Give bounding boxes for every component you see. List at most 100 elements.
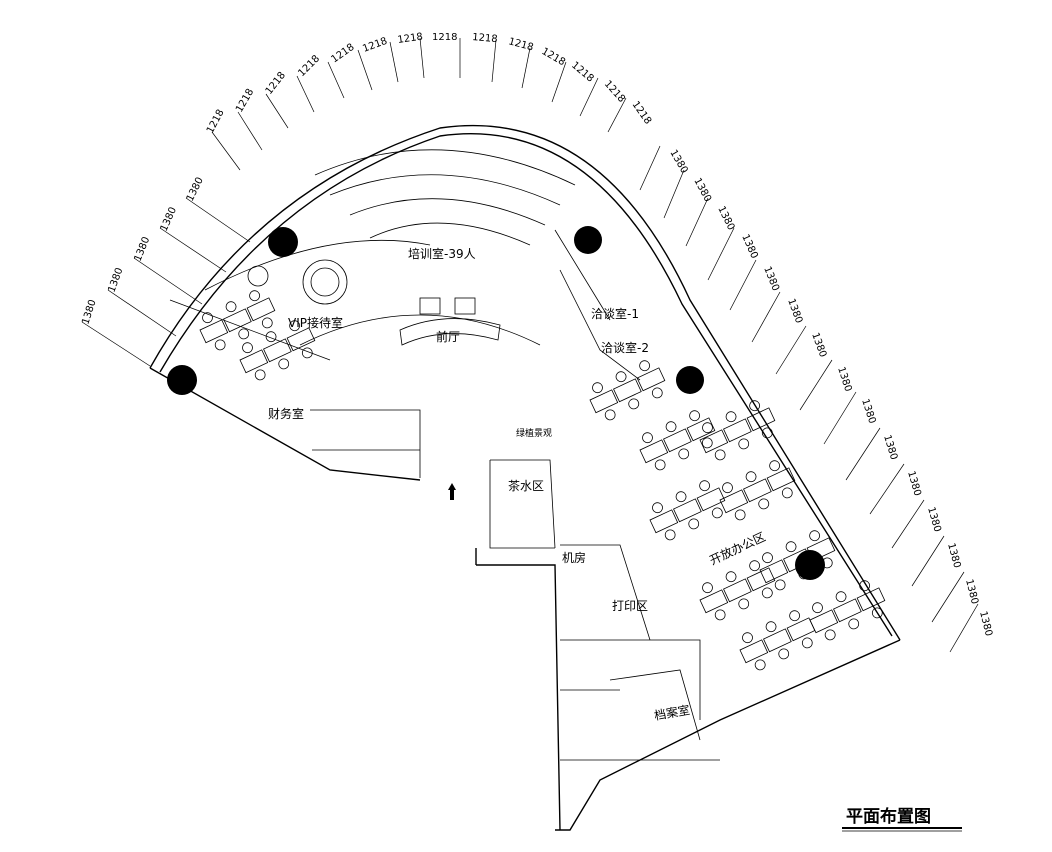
dimension-left: 1380 xyxy=(159,205,227,273)
workstation-cluster xyxy=(589,360,666,421)
dimension-label: 1218 xyxy=(507,36,534,53)
label-tea-area: 茶水区 xyxy=(508,478,544,493)
dimension-top: 1218 xyxy=(579,77,627,117)
dimension-label: 1380 xyxy=(881,434,899,462)
dimension-label: 1380 xyxy=(785,297,804,325)
dimension-right: 1380 xyxy=(949,603,994,653)
dimension-right: 1380 xyxy=(823,391,877,445)
dimension-top: 1218 xyxy=(357,36,389,91)
workstation-cluster xyxy=(239,320,316,381)
dimension-label: 1218 xyxy=(264,70,288,97)
dimension-label: 1218 xyxy=(296,53,322,79)
dimension-label: 1380 xyxy=(691,176,713,204)
dimension-label: 1380 xyxy=(761,265,781,293)
workstation-cluster xyxy=(649,480,726,541)
dimension-label: 1218 xyxy=(397,32,424,46)
label-finance-room: 财务室 xyxy=(268,406,304,421)
training-room-seating xyxy=(314,149,576,246)
dimension-label: 1218 xyxy=(205,108,227,136)
interior-partitions xyxy=(169,229,720,761)
dimension-top: 1218 xyxy=(459,32,498,78)
dimension-label: 1380 xyxy=(185,176,206,204)
dimension-label: 1218 xyxy=(602,79,627,105)
dimension-top: 1218 xyxy=(607,97,654,133)
dimension-label: 1380 xyxy=(835,366,853,394)
label-archive-room: 档案室 xyxy=(653,702,691,723)
dimension-label: 1380 xyxy=(715,204,736,232)
dimension-label: 1380 xyxy=(925,506,943,533)
workstation-cluster xyxy=(739,610,816,671)
dimension-label: 1380 xyxy=(106,266,125,294)
dimension-top: 1218 xyxy=(419,32,457,79)
label-meeting-room-1: 洽谈室-1 xyxy=(591,306,639,321)
building-outer-wall xyxy=(149,124,901,831)
dimension-right: 1380 xyxy=(799,359,853,411)
label-landscape: 绿植景观 xyxy=(516,427,552,439)
dimension-label: 1218 xyxy=(540,46,568,68)
reception-desk xyxy=(399,297,501,346)
dimension-right: 1380 xyxy=(891,499,943,549)
dimension-top: 1218 xyxy=(234,87,263,151)
dimension-right: 1380 xyxy=(845,427,899,481)
dimension-label: 1218 xyxy=(569,60,596,85)
label-open-office: 开放办公区 xyxy=(707,529,768,568)
workstations xyxy=(199,290,886,671)
workstation-cluster xyxy=(199,290,276,351)
dimension-top: 1218 xyxy=(264,70,289,129)
left-dimension-chain: 1380 1380 1380 1380 1380 xyxy=(80,176,251,367)
label-training-room: 培训室-39人 xyxy=(408,246,476,261)
dimension-top: 1218 xyxy=(205,108,241,171)
dimension-label: 1218 xyxy=(329,42,356,66)
dimension-label: 1380 xyxy=(905,470,923,497)
dimension-top: 1218 xyxy=(296,53,322,113)
dimension-right: 1380 xyxy=(911,535,962,587)
dimension-right: 1380 xyxy=(751,291,804,343)
dimension-label: 1380 xyxy=(977,610,994,637)
dimension-label: 1380 xyxy=(809,331,828,359)
dimension-label: 1380 xyxy=(739,233,759,261)
workstation-cluster xyxy=(809,580,886,641)
label-vip-room: VIP接待室 xyxy=(288,315,343,330)
structural-columns xyxy=(167,226,825,580)
workstation-cluster xyxy=(719,460,796,521)
dimension-label: 1380 xyxy=(667,148,689,176)
dimension-right: 1380 xyxy=(869,463,923,515)
drawing-title: 平面布置图 xyxy=(846,806,931,827)
dimension-label: 1218 xyxy=(234,87,256,115)
workstation-cluster xyxy=(699,400,776,461)
dimension-right: 1380 xyxy=(775,325,828,375)
dimension-label: 1218 xyxy=(432,32,457,43)
entrance-arrow-icon xyxy=(448,483,456,500)
dimension-right: 1380 xyxy=(663,169,713,219)
dimension-left: 1380 xyxy=(80,298,151,367)
dimension-label: 1380 xyxy=(859,398,877,426)
workstation-cluster xyxy=(699,560,776,621)
label-print-area: 打印区 xyxy=(612,599,648,613)
workstation-cluster xyxy=(759,530,836,591)
dimension-label: 1218 xyxy=(472,32,498,45)
dimension-left: 1380 xyxy=(133,235,203,305)
dimension-label: 1380 xyxy=(963,578,980,605)
workstation-cluster xyxy=(639,410,716,471)
dimension-top: 1218 xyxy=(327,42,357,99)
dimension-right: 1380 xyxy=(707,227,760,281)
dimension-label: 1380 xyxy=(945,542,962,569)
dimension-label: 1380 xyxy=(133,235,153,263)
dimension-top: 1218 xyxy=(491,36,535,83)
dimension-label: 1218 xyxy=(630,99,654,126)
label-server-room: 机房 xyxy=(562,550,586,565)
dimension-right: 1380 xyxy=(729,259,781,311)
label-meeting-room-2: 洽谈室-2 xyxy=(601,340,649,355)
dimension-left: 1380 xyxy=(106,266,177,337)
dimension-right: 1380 xyxy=(639,145,690,191)
dimension-label: 1380 xyxy=(159,205,179,233)
vip-lounge-furniture xyxy=(247,259,348,305)
dimension-label: 1218 xyxy=(361,36,389,55)
dimension-right: 1380 xyxy=(931,571,980,623)
dimension-left: 1380 xyxy=(185,176,251,243)
dimension-label: 1380 xyxy=(80,298,98,326)
dimension-top: 1218 xyxy=(389,32,424,83)
label-reception: 前厅 xyxy=(436,329,460,344)
